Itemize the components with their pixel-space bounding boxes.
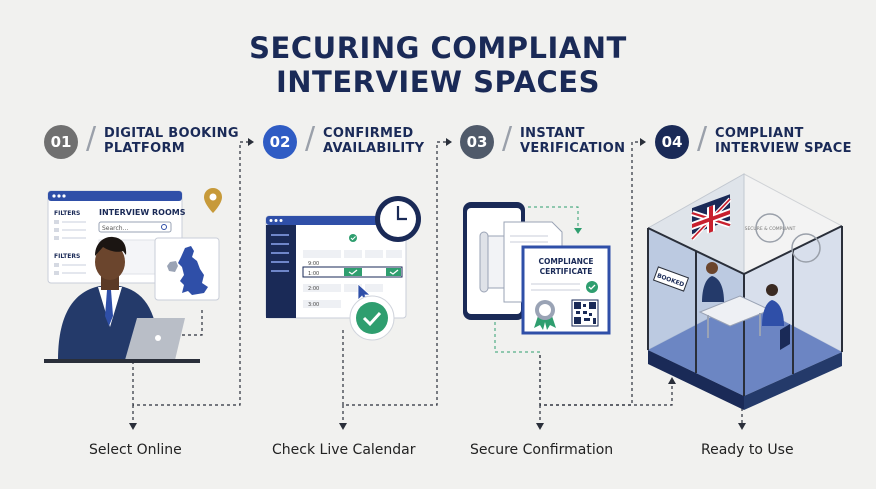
step-1-caption: Select Online xyxy=(89,442,182,458)
calendar-window: 9:00 1:00 2:00 3:00 xyxy=(265,215,407,319)
step-3-number-badge: 03 xyxy=(460,125,494,159)
step-4-caption: Ready to Use xyxy=(701,442,794,458)
connector-arrowheads xyxy=(129,138,746,430)
calendar-time-label: 2:00 xyxy=(308,286,319,292)
page-title-line1: SECURING COMPLIANT xyxy=(249,31,627,65)
divider-slash: / xyxy=(502,121,513,156)
filters-label: FILTERS xyxy=(54,210,80,217)
step-2-number-badge: 02 xyxy=(263,125,297,159)
step-2-caption: Check Live Calendar xyxy=(272,442,416,458)
interview-rooms-label: INTERVIEW ROOMS xyxy=(99,208,186,217)
seal-text: SECURE & COMPLIANT xyxy=(745,226,796,232)
divider-slash: / xyxy=(86,121,97,156)
page-title-line2: INTERVIEW SPACES xyxy=(275,65,600,99)
interview-table-with-people xyxy=(698,262,790,350)
location-pin-icon xyxy=(204,188,222,213)
qr-code-icon xyxy=(571,299,599,327)
clock-icon xyxy=(375,196,421,242)
filters-label-2: FILTERS xyxy=(54,253,80,260)
uk-map-card xyxy=(154,237,220,301)
compliant-interview-room-illustration: SECURE & COMPLIANT BOOKED xyxy=(647,173,843,410)
man-with-laptop-illustration xyxy=(44,236,200,363)
booking-browser-window: FILTERS FILTERS INTERVIEW ROOMS Search..… xyxy=(47,190,186,284)
divider-slash: / xyxy=(697,121,708,156)
divider-slash: / xyxy=(305,121,316,156)
certificate-title-line1: COMPLIANCE xyxy=(538,257,593,266)
step-4-number-badge: 04 xyxy=(655,125,689,159)
compliance-seal-icon: SECURE & COMPLIANT xyxy=(745,213,821,263)
award-ribbon-icon xyxy=(534,300,556,330)
calendar-time-label: 9:00 xyxy=(308,261,319,267)
search-input-placeholder: Search... xyxy=(102,225,128,232)
green-checkmark-badge-icon xyxy=(349,295,395,341)
compliance-certificate: COMPLIANCE CERTIFICATE xyxy=(521,245,611,335)
certificate-title-line2: CERTIFICATE xyxy=(540,267,593,276)
step-3-caption: Secure Confirmation xyxy=(470,442,614,458)
calendar-time-label: 3:00 xyxy=(308,302,319,308)
step-1-number-badge: 01 xyxy=(44,125,78,159)
flow-connector-lines xyxy=(132,141,743,425)
calendar-time-label: 1:00 xyxy=(308,271,319,277)
uk-flag-icon xyxy=(690,194,732,241)
